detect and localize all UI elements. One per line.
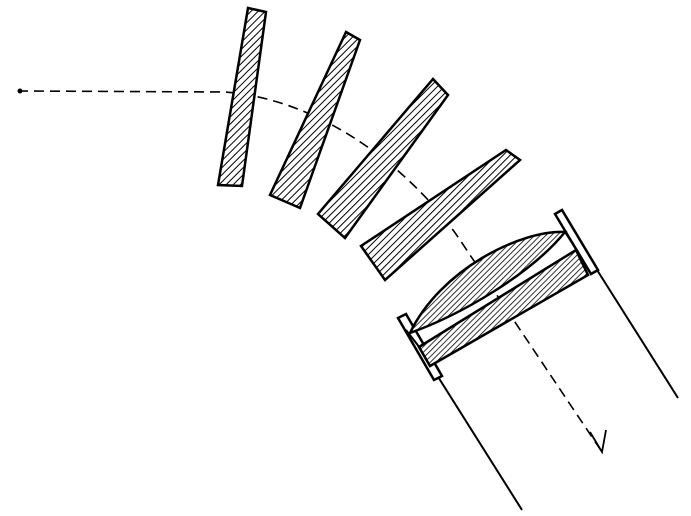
convex-lens-element: [407, 230, 568, 336]
prism-1: [216, 6, 268, 188]
lens-edge-right: [564, 231, 579, 253]
prism-3: [316, 77, 450, 240]
ray-arrowhead: [589, 429, 607, 455]
lens-edge-left: [405, 329, 421, 349]
tube-wall-left: [434, 371, 523, 511]
tube-wall-right: [591, 261, 679, 399]
prism-4: [359, 148, 523, 282]
prism-2: [268, 30, 362, 210]
lens-assembly: [396, 208, 679, 511]
ray-source-dot: [17, 88, 23, 94]
plano-lens-element: [417, 248, 590, 368]
